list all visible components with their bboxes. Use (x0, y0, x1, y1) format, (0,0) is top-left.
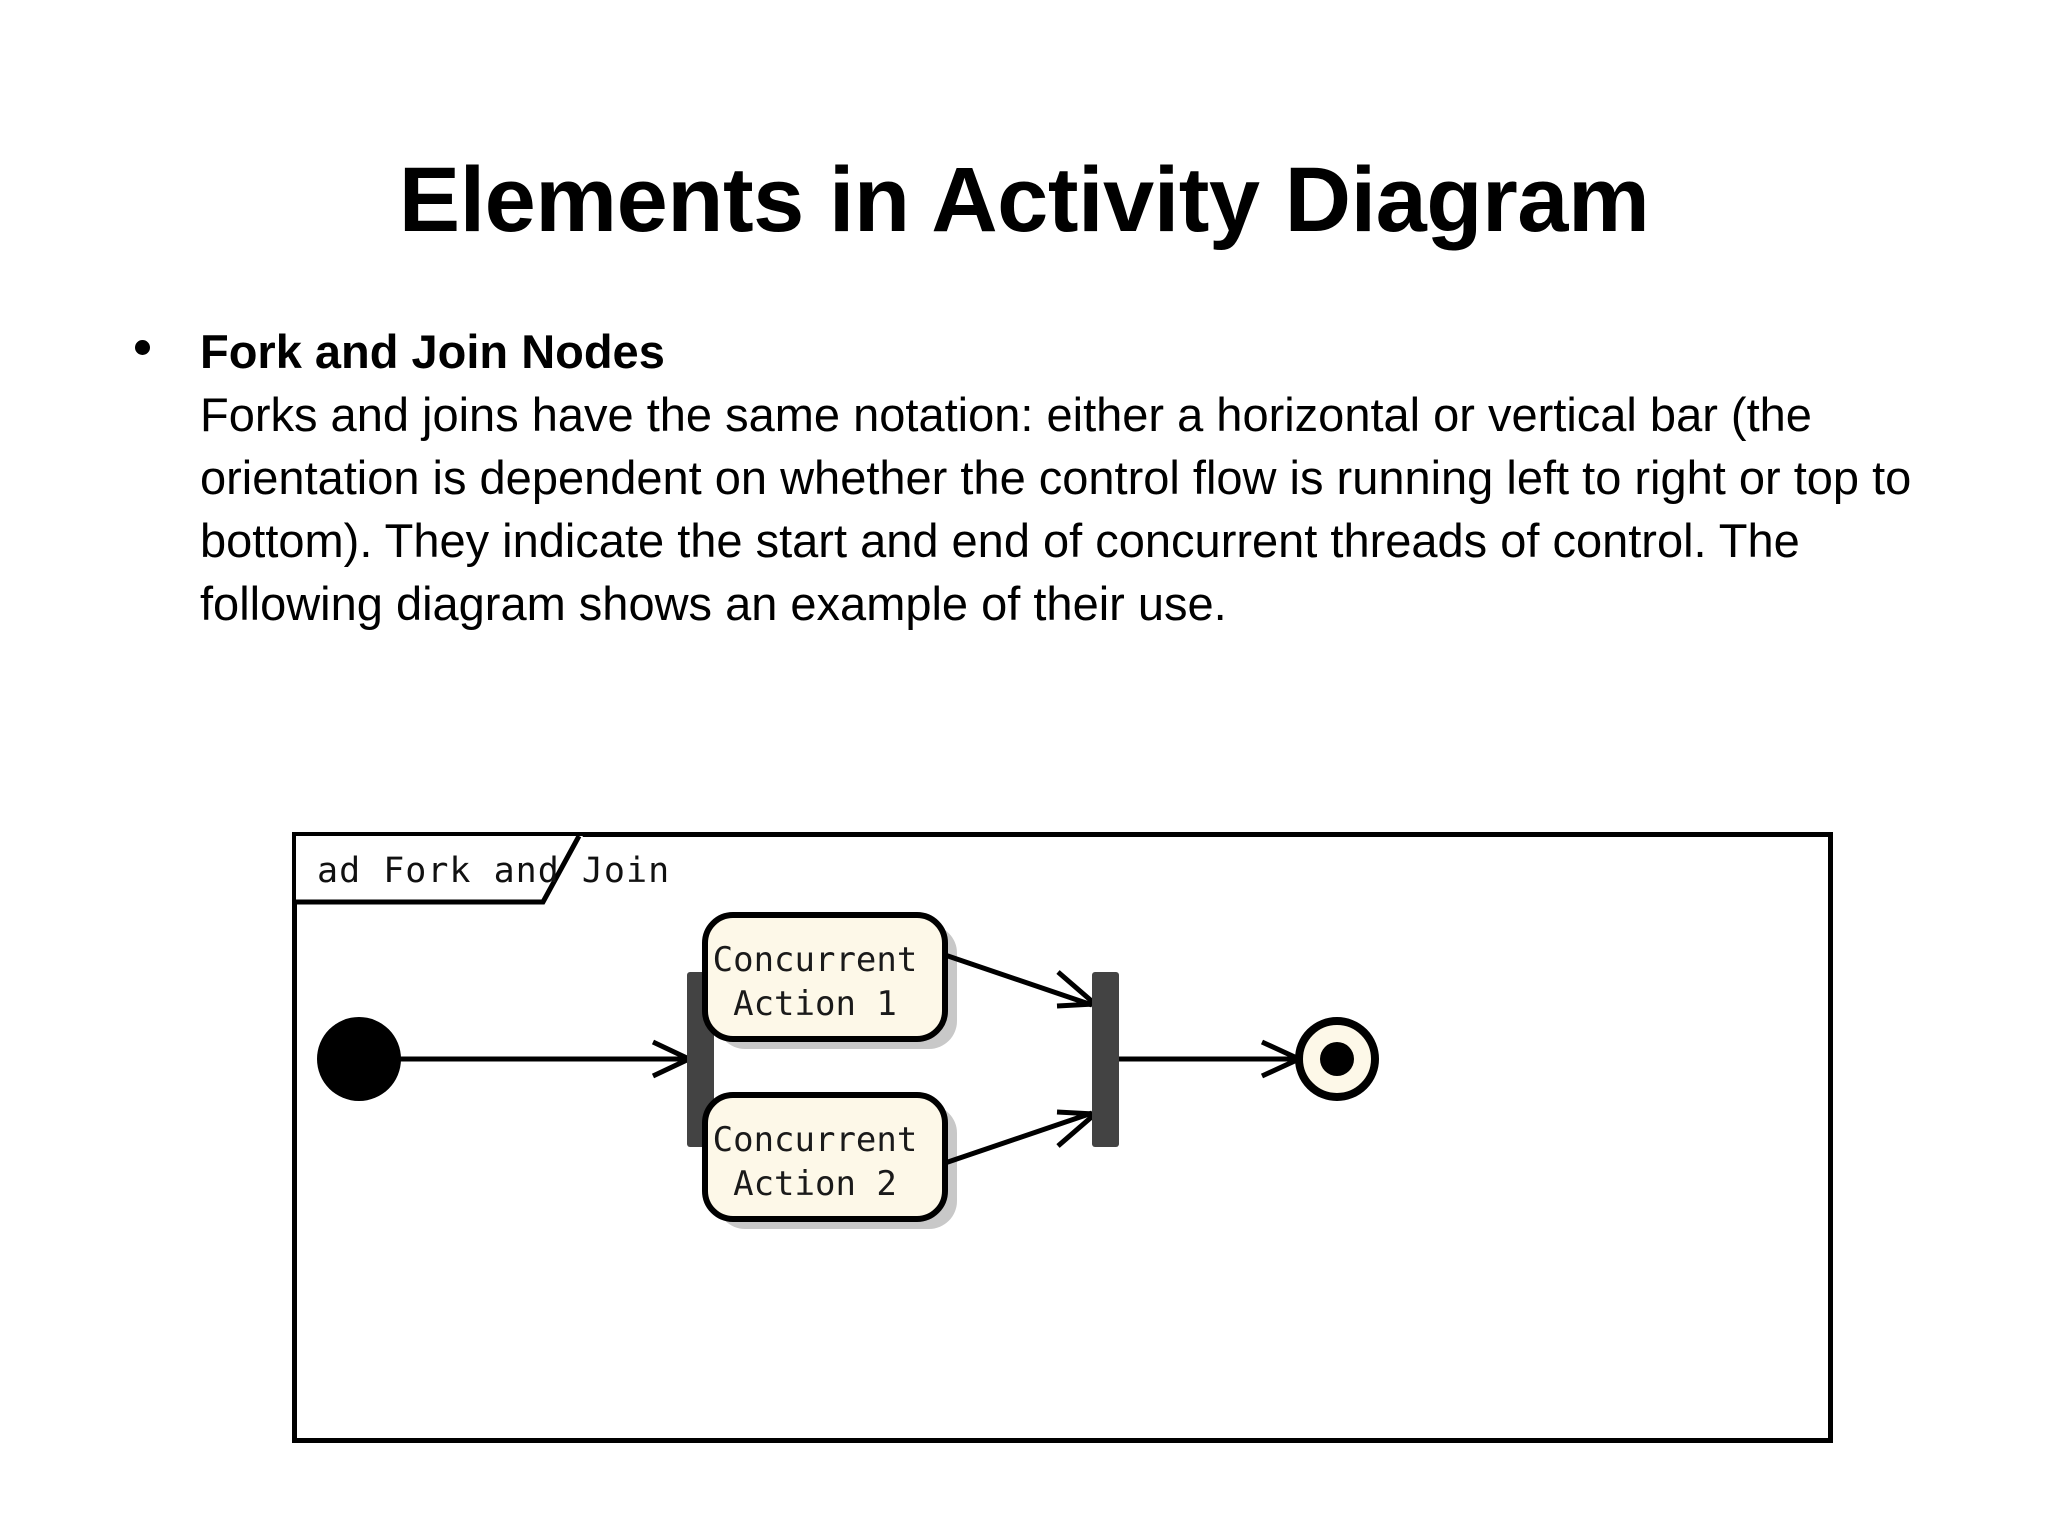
action-node-2-label: Concurrent Action 2 (712, 1120, 918, 1204)
activity-final-node (1295, 1017, 1379, 1101)
bullet-dot-icon (135, 340, 150, 355)
initial-node (317, 1017, 401, 1101)
bullet-paragraph: Forks and joins have the same notation: … (200, 388, 1912, 630)
action-node-2 (702, 1092, 948, 1222)
join-node (1092, 972, 1119, 1147)
frame-name-tab (296, 836, 641, 912)
uml-activity-diagram-frame: ad Fork and Join (292, 832, 1833, 1443)
bullet-item: Fork and Join Nodes Forks and joins have… (125, 320, 1955, 635)
action-node-1-label: Concurrent Action 1 (712, 940, 918, 1024)
uml-canvas (297, 837, 1838, 1448)
action-node-1 (702, 912, 948, 1042)
frame-label: ad Fork and Join (317, 851, 671, 891)
bullet-heading: Fork and Join Nodes (200, 325, 665, 378)
page-title: Elements in Activity Diagram (398, 148, 1650, 251)
body-content: Fork and Join Nodes Forks and joins have… (125, 320, 1955, 635)
